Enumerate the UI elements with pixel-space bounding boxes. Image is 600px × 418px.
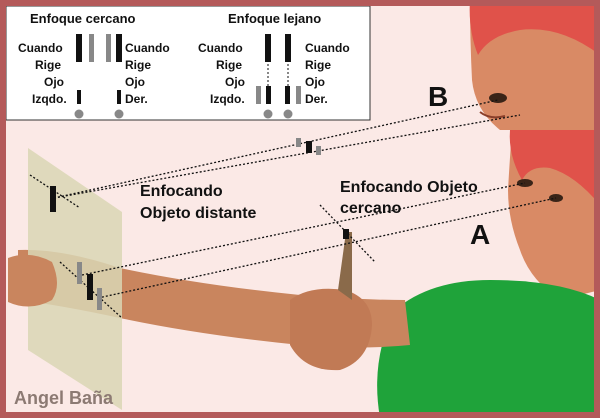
hand-illustration xyxy=(290,288,372,371)
author-credit: Angel Baña xyxy=(14,388,114,408)
face-a-illustration xyxy=(508,130,600,300)
face-b-illustration xyxy=(469,0,600,130)
near-caption-line-1: Enfocando Objeto xyxy=(340,179,478,196)
near-right-label-3: Ojo xyxy=(125,75,145,89)
far-left-label-4: Izqdo. xyxy=(210,92,245,106)
near-right-label-2: Rige xyxy=(125,58,151,72)
near-right-label-1: Cuando xyxy=(125,41,170,55)
far-right-label-2: Rige xyxy=(305,58,331,72)
distant-caption-line-2: Objeto distante xyxy=(140,205,257,222)
panel-illustration xyxy=(28,148,122,410)
pencil-illustration xyxy=(338,232,352,300)
near-right-label-4: Der. xyxy=(125,92,148,106)
distant-caption-line-1: Enfocando xyxy=(140,183,223,200)
far-left-label-3: Ojo xyxy=(225,75,245,89)
near-focus-title: Enfoque cercano xyxy=(30,11,136,26)
far-right-label-4: Der. xyxy=(305,92,328,106)
near-caption-line-2: cercano xyxy=(340,200,402,217)
marker-a: A xyxy=(470,219,490,250)
far-right-label-1: Cuando xyxy=(305,41,350,55)
far-left-label-2: Rige xyxy=(216,58,242,72)
marker-b: B xyxy=(428,81,448,112)
near-left-label-4: Izqdo. xyxy=(32,92,67,106)
shirt-illustration xyxy=(377,280,600,418)
near-left-label-1: Cuando xyxy=(18,41,63,55)
far-focus-title: Enfoque lejano xyxy=(228,11,321,26)
fist-illustration xyxy=(8,254,57,307)
focus-markers xyxy=(50,138,349,310)
near-left-label-2: Rige xyxy=(35,58,61,72)
legend-box: Enfoque cercano Enfoque lejano Cuando Ri… xyxy=(5,5,371,121)
far-left-label-1: Cuando xyxy=(198,41,243,55)
far-right-label-3: Ojo xyxy=(305,75,325,89)
near-left-label-3: Ojo xyxy=(44,75,64,89)
